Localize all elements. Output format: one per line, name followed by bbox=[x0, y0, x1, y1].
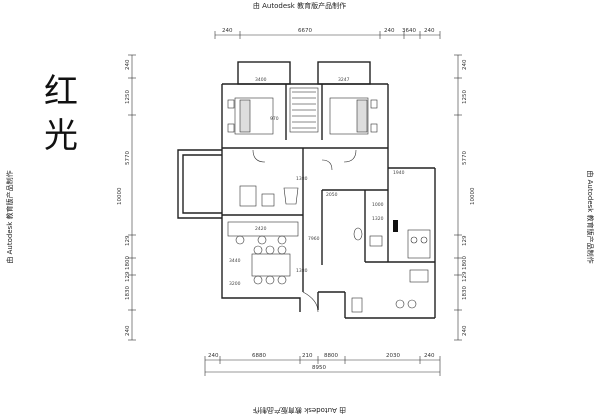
dim-right-5: 129 bbox=[462, 235, 468, 246]
dim-left-7: 129 bbox=[125, 271, 131, 282]
dim-bottom-2: 6880 bbox=[252, 353, 266, 359]
dim-room-top-left: 3400 bbox=[255, 77, 267, 83]
dim-living-v: 7960 bbox=[308, 236, 320, 242]
dim-room-top-right: 3247 bbox=[338, 77, 350, 83]
dim-left-4: 10000 bbox=[117, 187, 123, 205]
dim-left-3: 5770 bbox=[125, 151, 131, 165]
watermark-top: 由 Autodesk 教育版产品制作 bbox=[252, 2, 347, 10]
dim-top-1: 240 bbox=[222, 28, 233, 34]
dim-left-5: 129 bbox=[125, 235, 131, 246]
column-block bbox=[393, 220, 398, 232]
dim-small-d: 970 bbox=[270, 116, 279, 122]
dim-right-4: 10000 bbox=[470, 187, 476, 205]
bed-left bbox=[234, 97, 274, 135]
room-title: 红 光 bbox=[44, 70, 78, 158]
coffee-table bbox=[261, 193, 275, 207]
sofa bbox=[239, 185, 257, 207]
toilet bbox=[353, 227, 363, 241]
dim-bottom-5: 2030 bbox=[386, 353, 400, 359]
dim-dining: 2420 bbox=[255, 226, 267, 232]
armchair bbox=[283, 187, 299, 205]
dim-small-a: 3440 bbox=[229, 258, 241, 264]
dim-right-2: 1250 bbox=[462, 90, 468, 104]
dim-left-1: 240 bbox=[125, 59, 131, 70]
kitchen-counter bbox=[407, 229, 431, 259]
wardrobe bbox=[289, 87, 319, 133]
room-title-line1: 红 bbox=[44, 72, 78, 112]
dim-top-3: 240 bbox=[384, 28, 395, 34]
room-dimension-labels: 3400 3247 2050 1940 1380 2420 7960 1320 … bbox=[229, 77, 405, 287]
dim-bottom-total: 8950 bbox=[312, 365, 326, 371]
dim-bottom-1: 240 bbox=[208, 353, 219, 359]
dim-right-3: 5770 bbox=[462, 151, 468, 165]
dim-right-1: 240 bbox=[462, 59, 468, 70]
dim-right-6: 1800 bbox=[462, 256, 468, 270]
dim-top-4: 3640 bbox=[402, 28, 416, 34]
dimension-texts-left: 240 1250 5770 10000 129 1800 129 1830 24… bbox=[117, 59, 131, 336]
dim-corridor-v: 1380 bbox=[296, 176, 308, 182]
dim-bottom-3: 210 bbox=[302, 353, 313, 359]
dim-left-2: 1250 bbox=[125, 90, 131, 104]
dim-right-7: 129 bbox=[462, 271, 468, 282]
bed-right bbox=[329, 97, 369, 135]
dimension-texts: 240 6670 240 3640 240 240 6880 210 8800 … bbox=[208, 28, 435, 371]
dim-top-2: 6670 bbox=[298, 28, 312, 34]
dim-right-9: 240 bbox=[462, 325, 468, 336]
dim-left-9: 240 bbox=[125, 325, 131, 336]
dim-kitchen-h: 1940 bbox=[393, 170, 405, 176]
dim-top-5: 240 bbox=[424, 28, 435, 34]
dim-small-b: 3200 bbox=[229, 281, 241, 287]
dim-left-6: 1800 bbox=[125, 256, 131, 270]
dim-left-8: 1830 bbox=[125, 286, 131, 300]
dim-right-8: 1830 bbox=[462, 286, 468, 300]
dim-corridor-h: 2050 bbox=[326, 192, 338, 198]
basin bbox=[369, 235, 383, 247]
dim-bottom-6: 240 bbox=[424, 353, 435, 359]
dim-bath: 1320 bbox=[372, 216, 384, 222]
room-title-line2: 光 bbox=[44, 116, 78, 156]
dining-table bbox=[251, 253, 291, 277]
walls bbox=[177, 61, 436, 319]
dimension-texts-right: 240 1250 5770 10000 129 1800 129 1830 24… bbox=[462, 59, 476, 336]
dim-stair: 1380 bbox=[296, 268, 308, 274]
dim-bottom-4: 8800 bbox=[324, 353, 338, 359]
furniture bbox=[227, 87, 431, 313]
dim-small-c: 1000 bbox=[372, 202, 384, 208]
